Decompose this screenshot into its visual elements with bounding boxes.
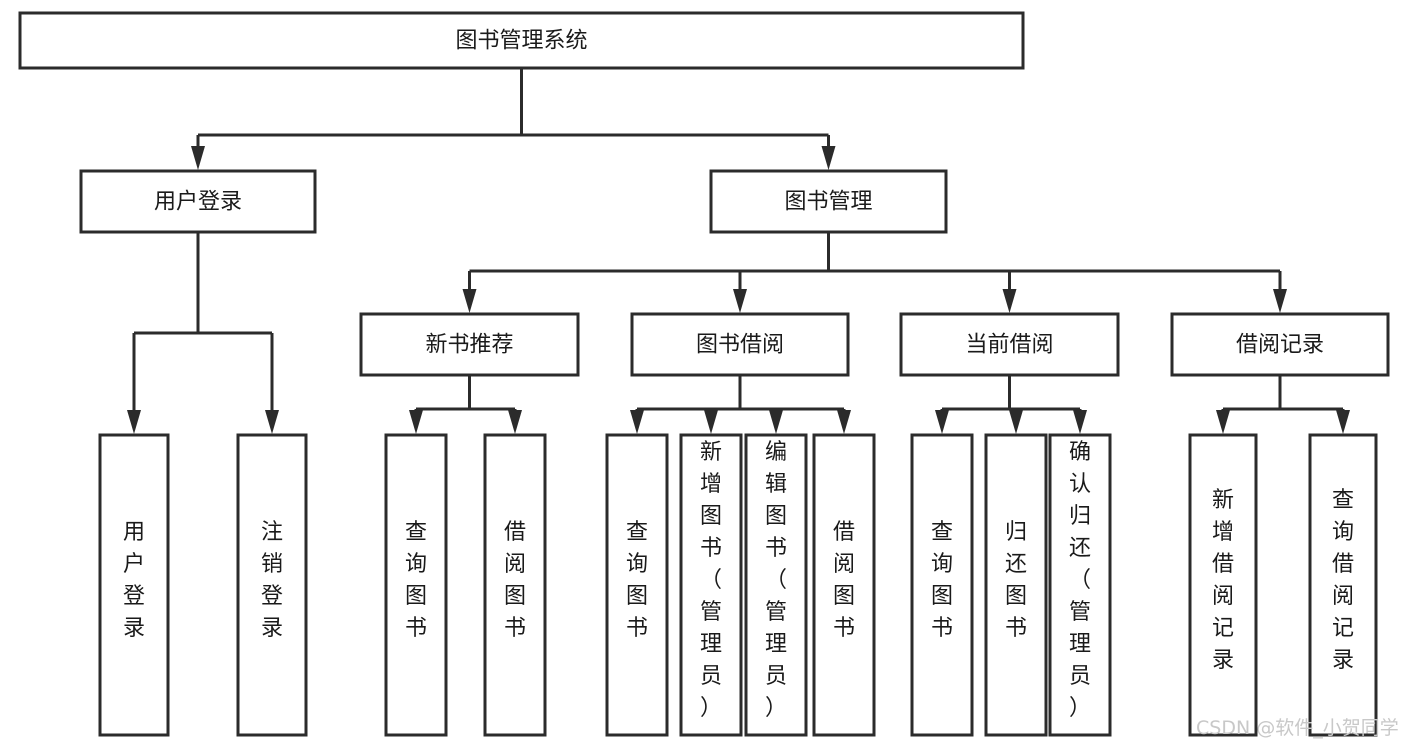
node-leaf-add-book-admin[interactable]: 新增图书（管理员）: [679, 433, 743, 737]
arrow-head-icon: [265, 410, 279, 434]
arrow-head-icon: [1216, 410, 1230, 434]
node-leaf-query-borrow-record[interactable]: 查询借阅记录: [1308, 433, 1378, 737]
node-label: 用户登录: [123, 520, 145, 641]
arrow-head-icon: [769, 410, 783, 434]
node-box[interactable]: [812, 433, 876, 737]
node-leaf-borrow-book[interactable]: 借阅图书: [812, 433, 876, 737]
node-label: 新书推荐: [425, 333, 513, 358]
node-leaf-query-book-borrow[interactable]: 查询图书: [605, 433, 669, 737]
arrow-head-icon: [837, 410, 851, 434]
arrow-head-icon: [1273, 289, 1287, 313]
node-label: 图书管理系统: [455, 29, 587, 54]
node-box[interactable]: [1308, 433, 1378, 737]
node-label: 查询借阅记录: [1332, 488, 1354, 673]
arrow-head-icon: [508, 410, 522, 434]
node-box[interactable]: [359, 312, 580, 377]
node-box[interactable]: [984, 433, 1048, 737]
node-box[interactable]: [910, 433, 974, 737]
node-label: 查询图书: [931, 520, 953, 641]
node-box[interactable]: [483, 433, 547, 737]
node-box[interactable]: [679, 433, 743, 737]
node-label: 注销登录: [261, 520, 283, 641]
connector-layer: [127, 68, 1350, 434]
node-label: 借阅图书: [833, 520, 855, 641]
node-box[interactable]: [384, 433, 448, 737]
node-box[interactable]: [709, 169, 948, 234]
node-new-book-recommend[interactable]: 新书推荐: [359, 312, 580, 377]
node-leaf-borrow-book-recommend[interactable]: 借阅图书: [483, 433, 547, 737]
node-leaf-user-login[interactable]: 用户登录: [98, 433, 170, 737]
csdn-watermark: CSDN @软件_小贺同学: [1196, 717, 1399, 739]
node-leaf-edit-book-admin[interactable]: 编辑图书（管理员）: [744, 433, 808, 737]
node-leaf-return-book[interactable]: 归还图书: [984, 433, 1048, 737]
node-label: 新增图书（管理员）: [700, 440, 722, 721]
node-leaf-query-book-recommend[interactable]: 查询图书: [384, 433, 448, 737]
node-label: 编辑图书（管理员）: [765, 440, 787, 721]
node-label: 图书管理: [784, 190, 872, 215]
arrow-head-icon: [935, 410, 949, 434]
node-label: 新增借阅记录: [1212, 488, 1234, 673]
node-book-management[interactable]: 图书管理: [709, 169, 948, 234]
arrow-head-icon: [191, 146, 205, 170]
arrow-head-icon: [704, 410, 718, 434]
node-current-borrow[interactable]: 当前借阅: [899, 312, 1120, 377]
arrow-head-icon: [462, 289, 477, 313]
node-label: 当前借阅: [965, 333, 1053, 358]
node-label: 图书借阅: [696, 333, 784, 358]
node-label: 确认归还（管理员）: [1069, 440, 1091, 721]
node-label: 借阅图书: [504, 520, 526, 641]
node-leaf-user-logout[interactable]: 注销登录: [236, 433, 308, 737]
node-box[interactable]: [98, 433, 170, 737]
arrow-head-icon: [1009, 410, 1023, 434]
arrow-head-icon: [733, 289, 747, 313]
node-leaf-query-book-current[interactable]: 查询图书: [910, 433, 974, 737]
node-box[interactable]: [79, 169, 317, 234]
node-root[interactable]: 图书管理系统: [18, 11, 1025, 70]
node-box[interactable]: [1188, 433, 1258, 737]
arrow-head-icon: [630, 410, 644, 434]
node-book-borrow[interactable]: 图书借阅: [630, 312, 850, 377]
node-layer: 图书管理系统用户登录图书管理新书推荐图书借阅当前借阅借阅记录用户登录注销登录查询…: [18, 11, 1390, 737]
node-box[interactable]: [18, 11, 1025, 70]
node-label: 用户登录: [154, 190, 242, 215]
arrow-head-icon: [821, 146, 836, 170]
arrow-head-icon: [1336, 410, 1350, 434]
arrow-head-icon: [127, 410, 141, 434]
node-box[interactable]: [605, 433, 669, 737]
node-box[interactable]: [236, 433, 308, 737]
node-box[interactable]: [899, 312, 1120, 377]
node-leaf-confirm-return-admin[interactable]: 确认归还（管理员）: [1048, 433, 1112, 737]
node-box[interactable]: [630, 312, 850, 377]
node-label: 查询图书: [405, 520, 427, 641]
arrow-head-icon: [1002, 289, 1017, 313]
node-leaf-add-borrow-record[interactable]: 新增借阅记录: [1188, 433, 1258, 737]
node-box[interactable]: [744, 433, 808, 737]
node-label: 查询图书: [626, 520, 648, 641]
node-user-login[interactable]: 用户登录: [79, 169, 317, 234]
arrow-head-icon: [409, 410, 423, 434]
node-borrow-record[interactable]: 借阅记录: [1170, 312, 1390, 377]
node-box[interactable]: [1048, 433, 1112, 737]
node-box[interactable]: [1170, 312, 1390, 377]
node-label: 归还图书: [1005, 520, 1027, 641]
arrow-head-icon: [1073, 410, 1087, 434]
node-label: 借阅记录: [1236, 333, 1324, 358]
